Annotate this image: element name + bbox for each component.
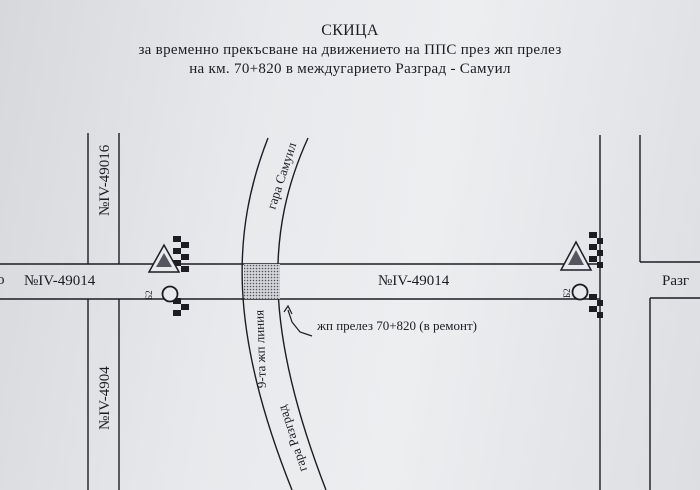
station-label-razgrad: гара Разград	[274, 403, 310, 474]
road-label-right-edge: Разг	[662, 273, 689, 289]
sign-code-left: Б2	[144, 290, 154, 300]
road-label-main-left: №IV-49014	[24, 273, 96, 289]
right-traffic-sign: Б2	[559, 232, 603, 318]
left-cross-road	[87, 133, 120, 490]
stop-sign-circle-icon	[571, 283, 589, 301]
crossing-pointer	[283, 304, 313, 337]
sketch-title: СКИЦА	[321, 22, 379, 39]
road-label-north: №IV-49016	[97, 144, 113, 216]
rail-line-label: 9-та жп линия	[251, 310, 269, 389]
sketch-subtitle-line-1: за временно прекъсване на движението на …	[138, 42, 562, 58]
road-label-south: №IV-4904	[97, 366, 113, 430]
right-cross-road	[599, 135, 700, 490]
left-edge-fragment: о	[0, 272, 5, 288]
left-traffic-sign: Б2	[144, 236, 189, 316]
sketch-subtitle-line-2: на км. 70+820 в междугарието Разград - С…	[189, 61, 511, 77]
main-road	[0, 263, 600, 300]
railway-crossing-area	[244, 264, 280, 299]
stop-sign-circle-icon	[161, 285, 179, 303]
crossing-label: жп прелез 70+820 (в ремонт)	[316, 318, 477, 333]
sign-code-right: Б2	[562, 288, 572, 298]
road-label-main-center: №IV-49014	[378, 273, 450, 289]
